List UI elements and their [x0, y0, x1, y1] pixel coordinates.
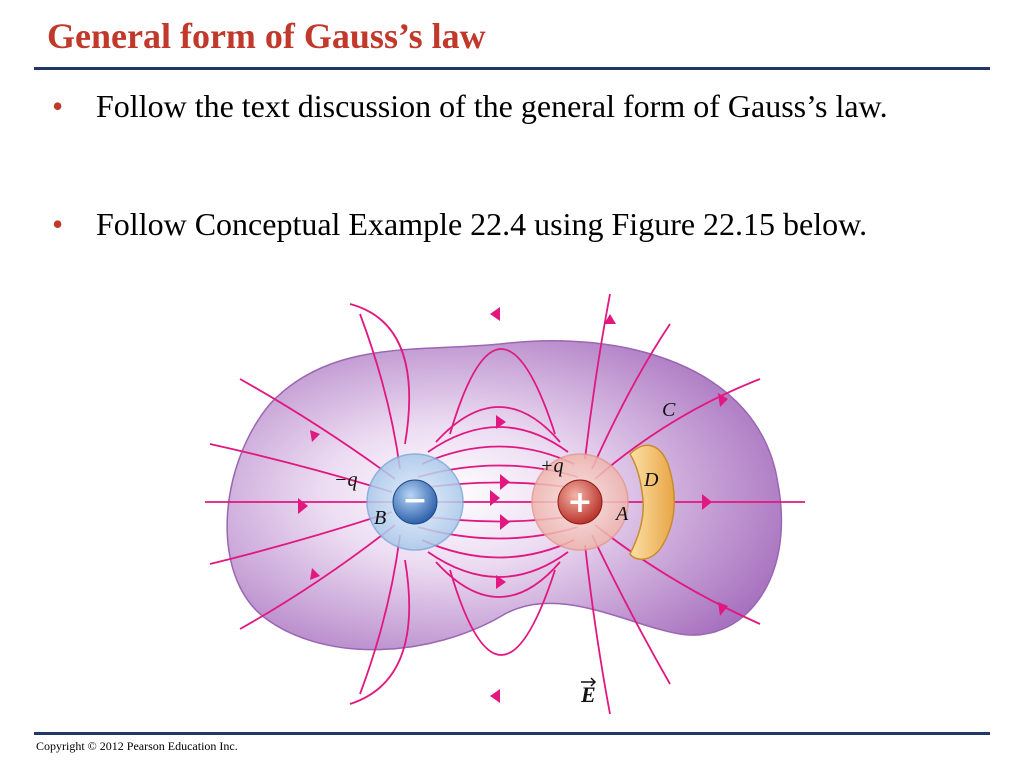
label-a: A [614, 503, 629, 525]
negative-sign: − [402, 483, 427, 518]
gaussian-surface-c [226, 339, 783, 651]
gaussian-surface-d [629, 444, 675, 560]
vector-arrow-icon [581, 677, 597, 687]
copyright-text: Copyright © 2012 Pearson Education Inc. [36, 739, 238, 753]
label-minus-q: −q [334, 469, 358, 491]
slide-title: General form of Gauss’s law [47, 16, 486, 56]
label-e-field: E [580, 682, 596, 707]
bullet-text: Follow the text discussion of the genera… [96, 88, 888, 124]
gauss-figure: − + C −q +q D A B E [200, 284, 810, 724]
field-diagram: − + C −q +q D A B E [205, 293, 805, 715]
field-arrowheads [298, 307, 728, 703]
negative-charge [392, 479, 438, 525]
title-divider [34, 67, 990, 70]
positive-charge [557, 479, 603, 525]
label-plus-q: +q [540, 455, 564, 477]
bullet-marker: • [52, 88, 64, 124]
bullet-marker: • [52, 206, 64, 242]
positive-sign: + [567, 485, 592, 520]
bullet-text: Follow Conceptual Example 22.4 using Fig… [96, 206, 868, 242]
label-c: C [662, 399, 676, 421]
footer-divider [34, 732, 990, 735]
label-d: D [643, 469, 659, 491]
label-b: B [374, 507, 386, 529]
